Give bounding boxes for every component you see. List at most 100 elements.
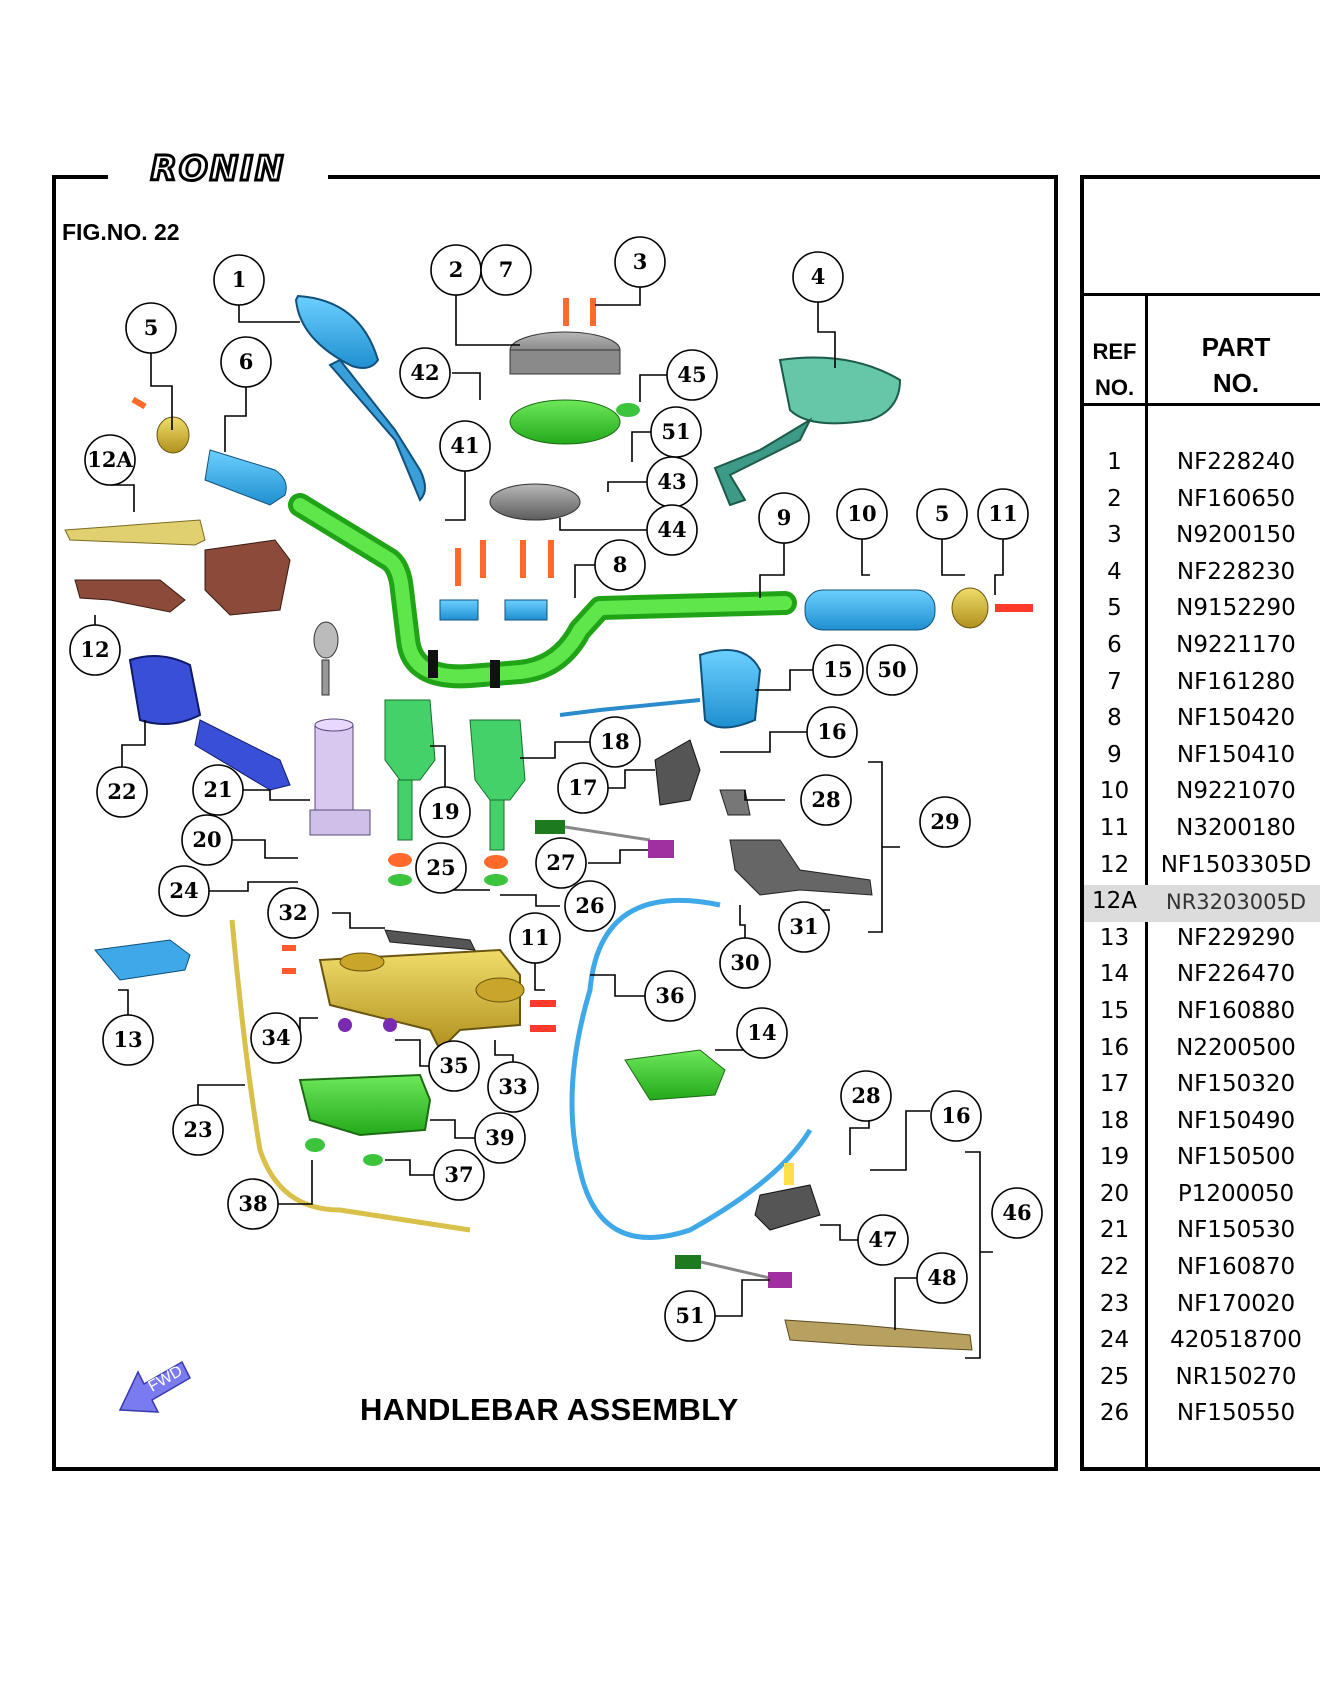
part-number: NF226470 <box>1176 961 1296 988</box>
callout-bubble: 44 <box>646 504 698 556</box>
callout-bubble: 12 <box>69 624 121 676</box>
callout-label: 3 <box>633 249 648 274</box>
part-number: N9221170 <box>1176 631 1296 658</box>
left-mirror-part <box>294 294 426 502</box>
callout-bubble: 36 <box>644 970 696 1022</box>
callout-label: 7 <box>499 257 514 282</box>
callout-bubble: 18 <box>589 716 641 768</box>
figure-number: FIG.NO. 22 <box>62 219 180 245</box>
brand-logo: RONIN <box>108 146 328 192</box>
callout-bubble: 31 <box>778 901 830 953</box>
callout-label: 27 <box>546 850 575 875</box>
ref-header-line2: NO. <box>1094 375 1135 400</box>
svg-text:RONIN: RONIN <box>151 149 286 189</box>
callout-bubble: 29 <box>919 796 971 848</box>
callout-label: 35 <box>439 1053 468 1078</box>
callout-bubble: 41 <box>439 420 491 472</box>
part-number: NF150420 <box>1176 705 1296 732</box>
part-number: NF150410 <box>1176 741 1296 768</box>
callout-bubble: 8 <box>594 539 646 591</box>
ref-number: 5 <box>1107 595 1122 622</box>
ref-number: 18 <box>1099 1107 1130 1134</box>
callout-label: 51 <box>675 1303 704 1328</box>
callout-bubble: 32 <box>267 887 319 939</box>
ref-number: 3 <box>1107 522 1122 549</box>
page-title: HANDLEBAR ASSEMBLY <box>360 1392 739 1427</box>
part-number: NF228240 <box>1176 449 1296 475</box>
callout-bubble: 28 <box>800 774 852 826</box>
part-number: NF160650 <box>1176 485 1296 512</box>
callout-label: 10 <box>847 501 876 526</box>
ref-number: 26 <box>1099 1400 1130 1427</box>
callout-label: 23 <box>183 1117 212 1142</box>
callout-label: 1 <box>232 267 247 292</box>
callout-label: 34 <box>261 1025 290 1050</box>
part-no-header: PART NO. <box>1148 329 1320 401</box>
callout-bubble: 22 <box>96 766 148 818</box>
part-number: NR3203005D <box>1166 890 1306 915</box>
callout-bubble: 17 <box>557 762 609 814</box>
callout-label: 11 <box>988 501 1017 526</box>
callout-label: 48 <box>927 1265 956 1290</box>
part-number: NR150270 <box>1175 1363 1297 1390</box>
callout-label: 36 <box>655 983 684 1008</box>
callout-bubble: 14 <box>736 1007 788 1059</box>
callout-label: 28 <box>851 1083 880 1108</box>
callout-bubble: 30 <box>719 937 771 989</box>
table-row: 14 NF226470 <box>1084 958 1320 995</box>
ref-number: 14 <box>1099 961 1130 988</box>
right-mirror-part <box>713 356 902 507</box>
callout-bubble: 43 <box>646 456 698 508</box>
callout-label: 38 <box>238 1191 267 1216</box>
callout-bubble: 11 <box>509 912 561 964</box>
callout-label: 21 <box>203 777 232 802</box>
callout-bubble: 26 <box>564 880 616 932</box>
callout-label: 43 <box>657 469 686 494</box>
callout-label: 16 <box>941 1103 970 1128</box>
ref-number: 16 <box>1099 1034 1130 1061</box>
callout-bubble: 19 <box>419 786 471 838</box>
callout-bubble: 5 <box>916 488 968 540</box>
diagram-frame <box>52 175 1058 1471</box>
ref-number: 22 <box>1099 1254 1130 1281</box>
callout-bubble: 3 <box>614 236 666 288</box>
part-number: 420518700 <box>1170 1327 1302 1354</box>
callout-label: 28 <box>811 787 840 812</box>
table-row: 7 NF161280 <box>1084 666 1320 703</box>
part-number: NF1503305D <box>1160 851 1312 878</box>
callout-bubble: 27 <box>535 837 587 889</box>
callout-bubble: 7 <box>480 244 532 296</box>
ref-number: 7 <box>1107 668 1122 695</box>
ref-number: 9 <box>1107 741 1122 768</box>
callout-label: 5 <box>144 315 159 340</box>
callout-bubble: 46 <box>991 1187 1043 1239</box>
ref-number: 19 <box>1099 1144 1130 1171</box>
ref-number: 12A <box>1091 888 1137 915</box>
callout-label: 19 <box>430 799 459 824</box>
part-header-line1: PART <box>1201 332 1271 362</box>
callout-bubble: 25 <box>415 842 467 894</box>
callout-label: 32 <box>278 900 307 925</box>
ref-number: 23 <box>1099 1290 1130 1317</box>
part-number: NF229290 <box>1176 924 1296 951</box>
callout-bubble: 6 <box>220 336 272 388</box>
callout-bubble: 48 <box>916 1252 968 1304</box>
ref-number: 8 <box>1107 705 1122 732</box>
table-row: 16 N2200500 <box>1084 1032 1320 1069</box>
part-header-line2: NO. <box>1212 368 1260 398</box>
callout-bubble: 28 <box>840 1070 892 1122</box>
callout-label: 4 <box>811 264 826 289</box>
speedometer-cover-part <box>489 331 621 521</box>
part-number: NF161280 <box>1176 668 1296 695</box>
part-number: N2200500 <box>1176 1034 1296 1061</box>
